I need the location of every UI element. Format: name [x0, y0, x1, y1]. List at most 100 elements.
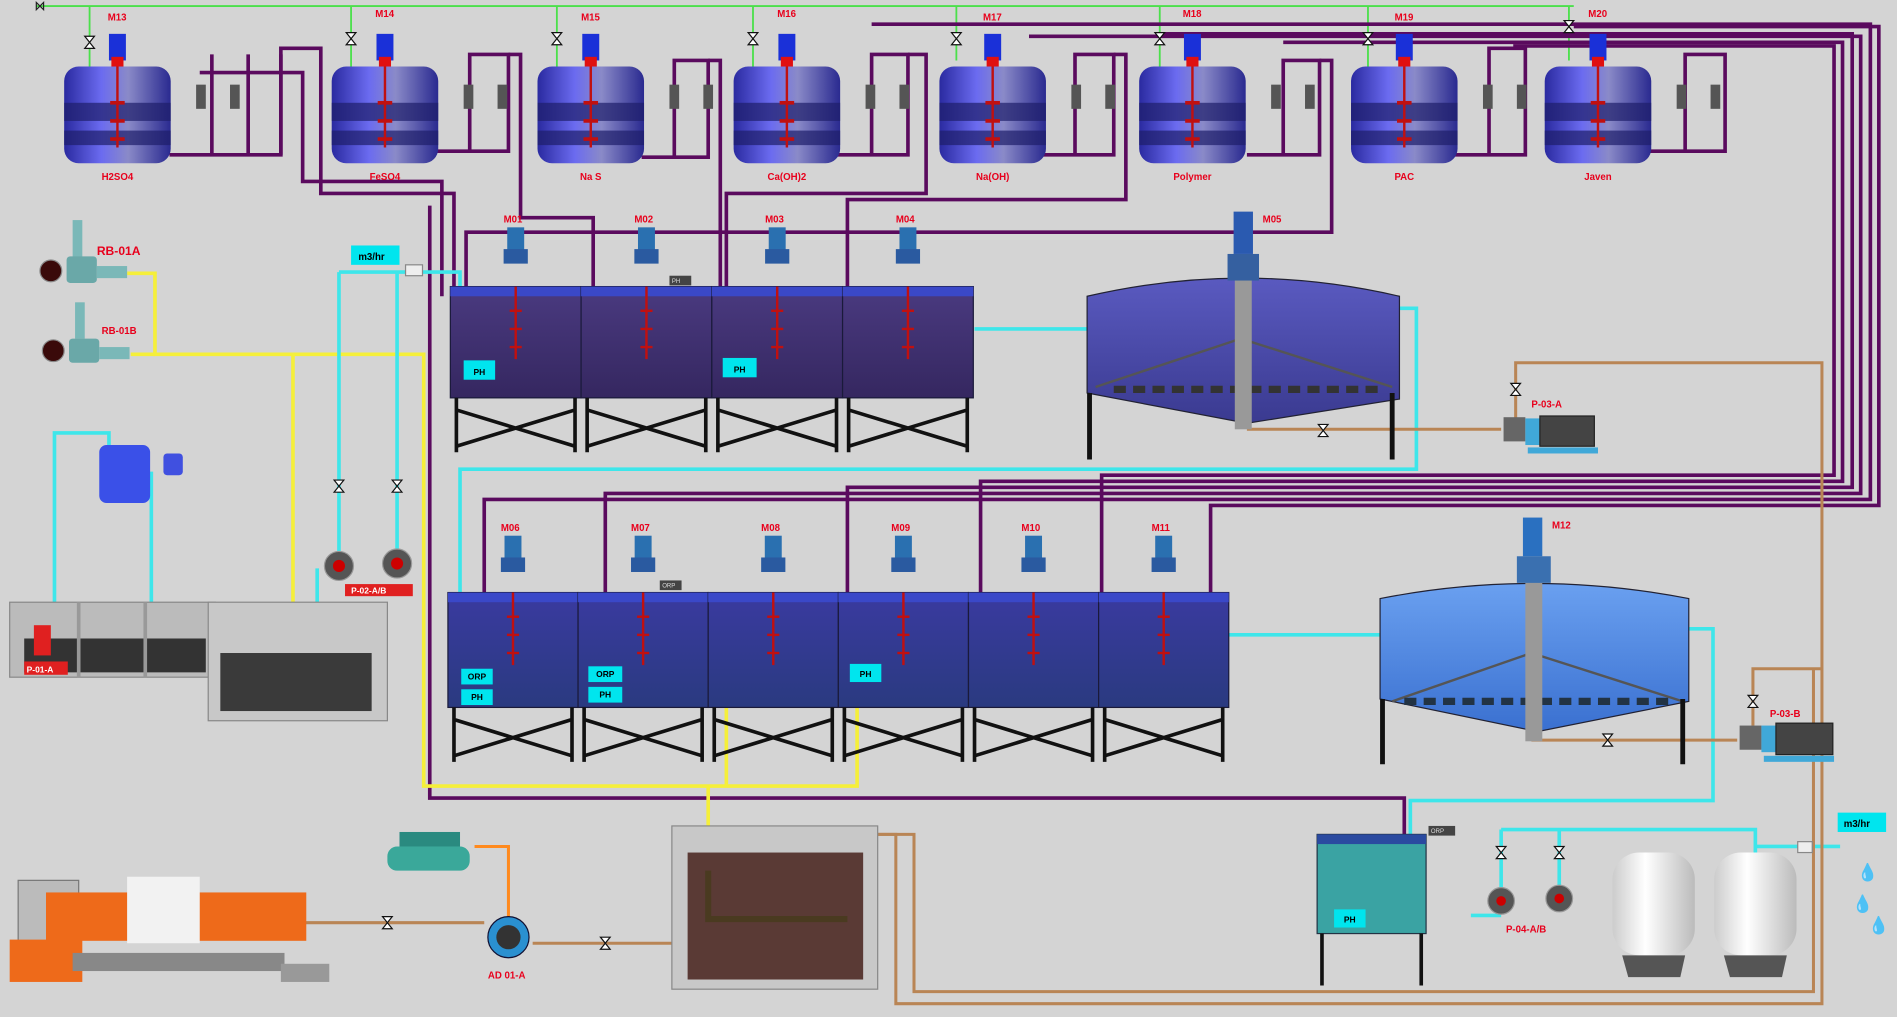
pump-label: P-03-A [1531, 400, 1562, 411]
mixer-motor-icon [764, 535, 782, 560]
valve-icon[interactable] [332, 479, 346, 493]
mixer-motor-icon [778, 33, 796, 61]
metering-pump-icon[interactable] [865, 84, 876, 109]
reactor-m04[interactable]: M04 [841, 215, 974, 453]
metering-pump-icon[interactable] [1105, 84, 1115, 109]
reactor-m09[interactable]: M09 [837, 523, 970, 762]
metering-pump-icon[interactable] [196, 84, 206, 109]
reactor-label: M02 [634, 215, 653, 226]
metering-pump-icon[interactable] [1710, 84, 1721, 109]
clarifier-m05[interactable]: M05 [1086, 211, 1401, 460]
diaphragm-pump-ad01a[interactable]: AD 01-A [487, 916, 530, 982]
metering-pump-icon[interactable] [703, 84, 714, 109]
tag-text: PH [734, 364, 746, 374]
pump-p03b[interactable]: P-03-B [1739, 709, 1835, 762]
mixer-motor-icon [1589, 33, 1607, 61]
mixer-motor-icon [634, 535, 652, 560]
valve-icon[interactable] [1495, 845, 1508, 860]
chemical-label: Na S [580, 172, 602, 183]
chemical-label: Javen [1584, 172, 1611, 183]
valve-icon[interactable] [950, 32, 963, 46]
tank-label: M14 [375, 9, 394, 20]
reactor-m07[interactable]: M07 [577, 523, 709, 762]
valve-icon[interactable] [1361, 32, 1375, 46]
valve-icon[interactable] [344, 32, 358, 46]
tank-label: M20 [1588, 9, 1607, 20]
valve-icon[interactable] [1153, 32, 1166, 46]
clarifier-label: M12 [1552, 520, 1571, 531]
filter-press[interactable] [9, 876, 330, 982]
reactor-label: M10 [1021, 523, 1040, 534]
metering-pump-icon[interactable] [1271, 84, 1281, 109]
reactor-m03[interactable]: M03 [711, 215, 844, 453]
mixer-motor-icon [582, 33, 600, 61]
pump-p01a[interactable]: P-01-A [24, 625, 68, 675]
valve-icon[interactable] [1562, 19, 1576, 34]
collection-sump [9, 601, 388, 722]
tank-label: M16 [777, 9, 796, 20]
valve-icon[interactable] [1553, 845, 1566, 860]
blower-label: RB-01A [97, 244, 141, 258]
mixer-motor-icon [768, 227, 786, 252]
metering-pump-icon[interactable] [463, 84, 474, 109]
valve-icon[interactable] [1317, 423, 1330, 438]
valve-icon[interactable] [746, 32, 760, 46]
chemical-label: H2SO4 [102, 172, 134, 183]
water-drop-icon: 💧 [1857, 862, 1878, 882]
blower-label: RB-01B [102, 326, 137, 337]
valve-icon[interactable] [83, 35, 96, 49]
pump-p01a-label: P-01-A [27, 664, 54, 674]
clarifier-label: M05 [1263, 215, 1282, 226]
blower-rb-01b[interactable]: RB-01B [41, 302, 137, 363]
metering-pump-icon[interactable] [1482, 84, 1493, 109]
valve-icon[interactable] [1746, 694, 1760, 709]
valve-icon[interactable] [390, 479, 404, 493]
mixer-motor-icon [1025, 535, 1043, 560]
instrument-tag-ph-r1-3: PH [722, 357, 757, 378]
metering-pump-icon[interactable] [1516, 84, 1527, 109]
metering-pump-icon[interactable] [230, 84, 240, 109]
pump-p03a[interactable]: P-03-A [1503, 400, 1598, 454]
blower-rb-01a[interactable]: RB-01A [39, 220, 141, 283]
water-drop-icon: 💧 [1868, 915, 1889, 935]
metering-pump-icon[interactable] [669, 84, 680, 109]
valve-icon[interactable] [550, 32, 563, 46]
clarifier-m12[interactable]: M12 [1379, 517, 1690, 765]
reactor-label: M04 [896, 215, 915, 226]
tag-text: PH [860, 669, 872, 679]
valve-icon[interactable] [1509, 382, 1522, 397]
mixer-motor-icon [894, 535, 912, 560]
metering-pump-icon[interactable] [899, 84, 910, 109]
instrument-tag-ph-r2-4: PH [849, 663, 882, 683]
metering-pump-icon[interactable] [1676, 84, 1687, 109]
valve-icon[interactable] [1601, 733, 1614, 747]
reactor-m11[interactable]: M11 [1098, 523, 1230, 762]
pump-p02ab[interactable]: P-02-A/B [323, 548, 413, 597]
metering-pump-icon[interactable] [1305, 84, 1315, 109]
reactor-m01[interactable]: M01 [449, 215, 582, 453]
reactor-m02[interactable]: M02 [580, 215, 713, 453]
mixer-motor-icon [504, 535, 522, 560]
filter-vessels: 💧 💧 💧 [1612, 852, 1889, 978]
valve-icon[interactable] [381, 916, 394, 930]
metering-pump-icon[interactable] [497, 84, 508, 109]
metering-pump-icon[interactable] [1071, 84, 1082, 109]
ph-probe-tag: PH [669, 275, 692, 286]
tag-text: ORP [596, 669, 615, 679]
reactor-m06[interactable]: M06 [447, 523, 579, 762]
pump-p04ab[interactable]: P-04-A/B [1487, 884, 1574, 935]
chemical-label: Polymer [1173, 172, 1211, 183]
reactor-m10[interactable]: M10 [967, 523, 1100, 762]
reactor-train-1: M01 M02 M03 M04 [449, 215, 974, 453]
valve-icon[interactable] [599, 936, 612, 950]
